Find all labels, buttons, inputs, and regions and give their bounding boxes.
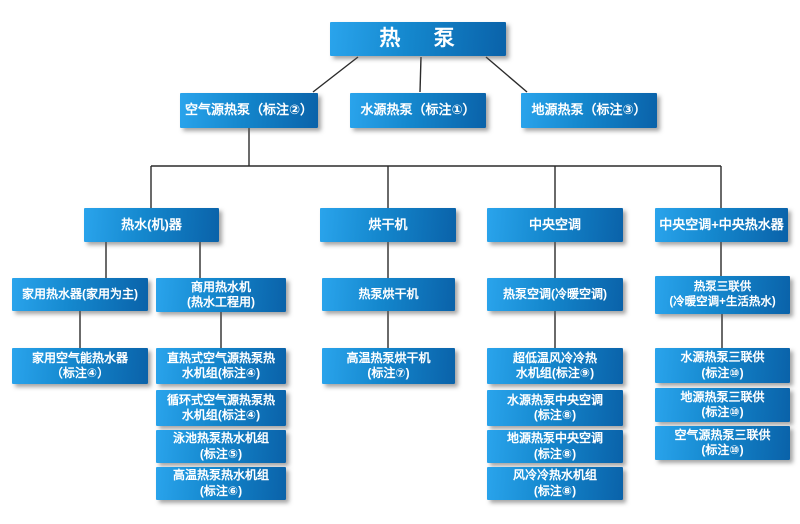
node-ground-source-heat-pump: 地源热泵（标注③） <box>521 93 657 128</box>
node-water-triple-supply: 水源热泵三联供 (标注⑩) <box>655 348 790 383</box>
node-air-cooled-unit: 风冷冷热水机组 (标注⑧) <box>487 467 623 500</box>
node-central-ac-plus-heater-category: 中央空调+中央热水器 <box>655 208 788 242</box>
node-triple-supply: 热泵三联供 (冷暖空调+生活热水) <box>655 276 790 314</box>
node-home-water-heater: 家用热水器(家用为主) <box>12 278 148 311</box>
node-commercial-water-heater: 商用热水机 (热水工程用) <box>156 278 286 312</box>
node-heat-pump-ac: 热泵空调(冷暖空调) <box>487 278 623 311</box>
node-central-ac-category: 中央空调 <box>487 208 623 242</box>
node-heat-pump-dryer: 热泵烘干机 <box>322 278 455 311</box>
node-air-triple-supply: 空气源热泵三联供 (标注⑩) <box>655 426 790 460</box>
connector <box>419 56 422 93</box>
node-home-air-energy-heater: 家用空气能热水器 （标注④） <box>12 348 148 384</box>
node-dryer-category: 烘干机 <box>320 208 456 242</box>
node-air-source-heat-pump: 空气源热泵（标注②） <box>180 93 318 128</box>
node-heat-pump-root: 热 泵 <box>330 22 506 56</box>
node-high-temp-water-unit: 高温热泵热水机组 (标注⑥) <box>156 467 286 500</box>
node-circulating-unit: 循环式空气源热泵热 水机组(标注④) <box>156 390 286 426</box>
connector <box>312 56 359 93</box>
node-pool-unit: 泳池热泵热水机组 (标注⑤) <box>156 430 286 463</box>
node-ground-source-central-ac: 地源热泵中央空调 (标注⑧) <box>487 430 623 463</box>
node-ground-triple-supply: 地源热泵三联供 (标注⑩) <box>655 388 790 422</box>
node-water-source-central-ac: 水源热泵中央空调 (标注⑧) <box>487 390 623 426</box>
node-water-source-heat-pump: 水源热泵（标注①） <box>350 93 486 128</box>
node-ultra-low-temp-unit: 超低温风冷冷热 水机组(标注⑨) <box>487 348 623 384</box>
node-direct-heat-unit: 直热式空气源热泵热 水机组(标注④) <box>156 348 286 384</box>
connector <box>485 56 528 93</box>
node-high-temp-dryer: 高温热泵烘干机 (标注⑦) <box>322 348 455 384</box>
node-water-heater-category: 热水(机)器 <box>84 208 219 242</box>
